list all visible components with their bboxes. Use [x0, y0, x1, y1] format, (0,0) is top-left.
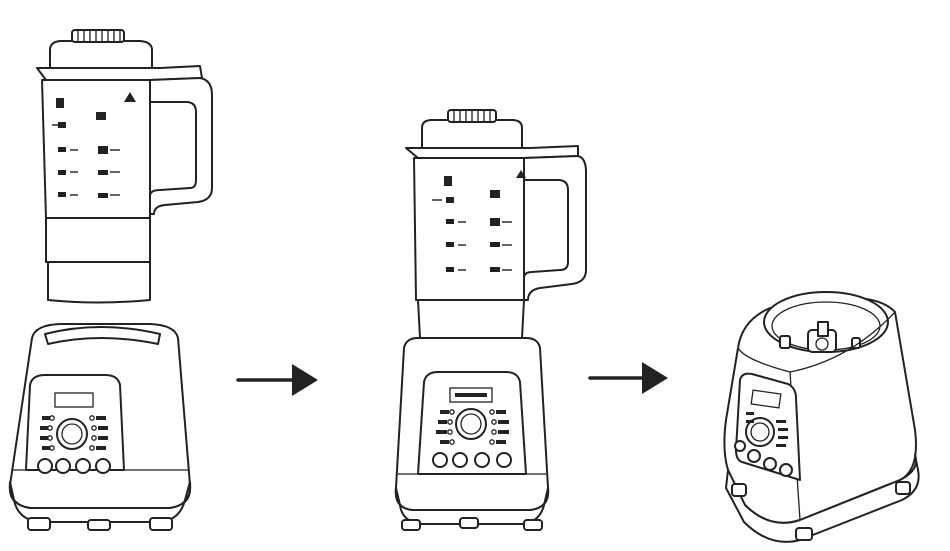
- button-row-2: [432, 452, 512, 468]
- arrow-right-icon: [588, 362, 668, 394]
- arrow-right-icon: [236, 364, 318, 396]
- button-row-1: [37, 458, 111, 474]
- step-2-assembled: [394, 109, 587, 531]
- jug-markings-2: [432, 170, 526, 272]
- button-row-3: [734, 440, 793, 477]
- step-3-base-only: [723, 291, 920, 543]
- jug-markings: [52, 92, 136, 198]
- motor-base-1: [8, 323, 192, 531]
- step-1-separated: [8, 29, 213, 531]
- jug-detached: [36, 29, 213, 304]
